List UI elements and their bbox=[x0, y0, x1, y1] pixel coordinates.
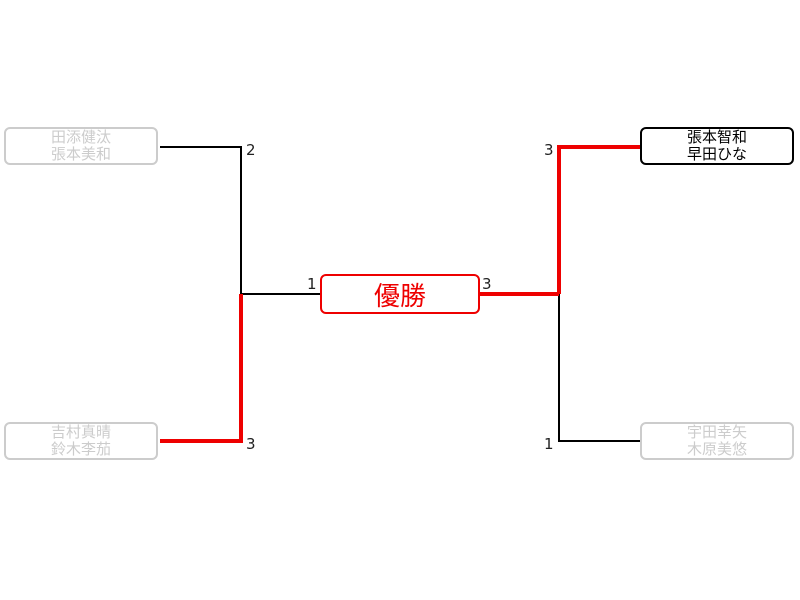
score-left-top: 2 bbox=[246, 141, 256, 159]
line-left-bottom-winner bbox=[160, 294, 243, 443]
team-right-bottom[interactable]: 宇田幸矢 木原美悠 bbox=[640, 422, 794, 460]
score-final-right: 3 bbox=[482, 275, 492, 293]
team-left-bottom[interactable]: 吉村真晴 鈴木李茄 bbox=[4, 422, 158, 460]
player-name: 鈴木李茄 bbox=[50, 440, 111, 458]
line-right-bottom bbox=[558, 294, 640, 442]
champion-box[interactable]: 優勝 bbox=[320, 274, 480, 314]
player-name: 田添健汰 bbox=[50, 128, 111, 146]
player-name: 木原美悠 bbox=[686, 440, 747, 458]
line-left-top bbox=[160, 146, 242, 294]
player-name: 早田ひな bbox=[686, 145, 747, 163]
score-right-bottom: 1 bbox=[544, 435, 554, 453]
player-name: 吉村真晴 bbox=[50, 423, 111, 441]
team-left-top[interactable]: 田添健汰 張本美和 bbox=[4, 127, 158, 165]
score-right-top: 3 bbox=[544, 141, 554, 159]
score-left-bottom: 3 bbox=[246, 435, 256, 453]
champion-label: 優勝 bbox=[373, 281, 426, 312]
score-final-left: 1 bbox=[307, 275, 317, 293]
player-name: 宇田幸矢 bbox=[686, 423, 747, 441]
player-name: 張本智和 bbox=[686, 128, 747, 146]
team-right-top[interactable]: 張本智和 早田ひな bbox=[640, 127, 794, 165]
player-name: 張本美和 bbox=[50, 145, 111, 163]
line-right-top-winner bbox=[557, 145, 640, 294]
